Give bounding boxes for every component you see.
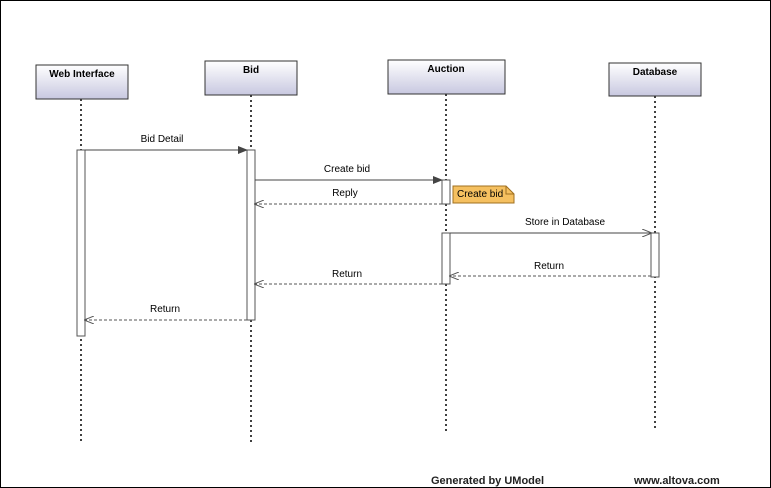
- message-label: Reply: [332, 188, 358, 199]
- message-store-in-database[interactable]: Store in Database: [450, 217, 651, 233]
- message-create-bid[interactable]: Create bid: [255, 164, 443, 184]
- message-reply[interactable]: Reply: [255, 188, 442, 204]
- message-label: Bid Detail: [141, 134, 184, 145]
- message-label: Create bid: [324, 164, 370, 175]
- participant-label: Database: [633, 67, 678, 78]
- message-return-bid-to-web[interactable]: Return: [85, 304, 247, 320]
- participant-auction[interactable]: Auction: [387, 59, 506, 95]
- activation-web-interface: [76, 149, 86, 337]
- message-label: Return: [150, 304, 180, 315]
- message-label: Return: [534, 261, 564, 272]
- participant-bid[interactable]: Bid: [204, 60, 298, 96]
- participant-database[interactable]: Database: [608, 62, 702, 97]
- participant-web-interface[interactable]: Web Interface: [35, 64, 129, 100]
- participant-label: Web Interface: [49, 69, 115, 80]
- altova-link[interactable]: www.altova.com: [634, 475, 720, 487]
- activation-database: [650, 232, 660, 278]
- participant-label: Bid: [243, 65, 259, 76]
- message-label: Store in Database: [525, 217, 605, 228]
- message-return-auction-to-bid[interactable]: Return: [255, 269, 442, 284]
- note-label: Create bid: [457, 189, 503, 200]
- activation-auction-1: [441, 179, 451, 205]
- activation-bid: [246, 149, 256, 321]
- message-bid-detail[interactable]: Bid Detail: [85, 134, 248, 154]
- note-create-bid[interactable]: Create bid: [452, 185, 515, 204]
- message-label: Return: [332, 269, 362, 280]
- message-return-db-to-auction[interactable]: Return: [450, 261, 651, 276]
- participant-label: Auction: [427, 64, 464, 75]
- activation-auction-2: [441, 232, 451, 285]
- generated-by-label: Generated by UModel: [431, 475, 545, 487]
